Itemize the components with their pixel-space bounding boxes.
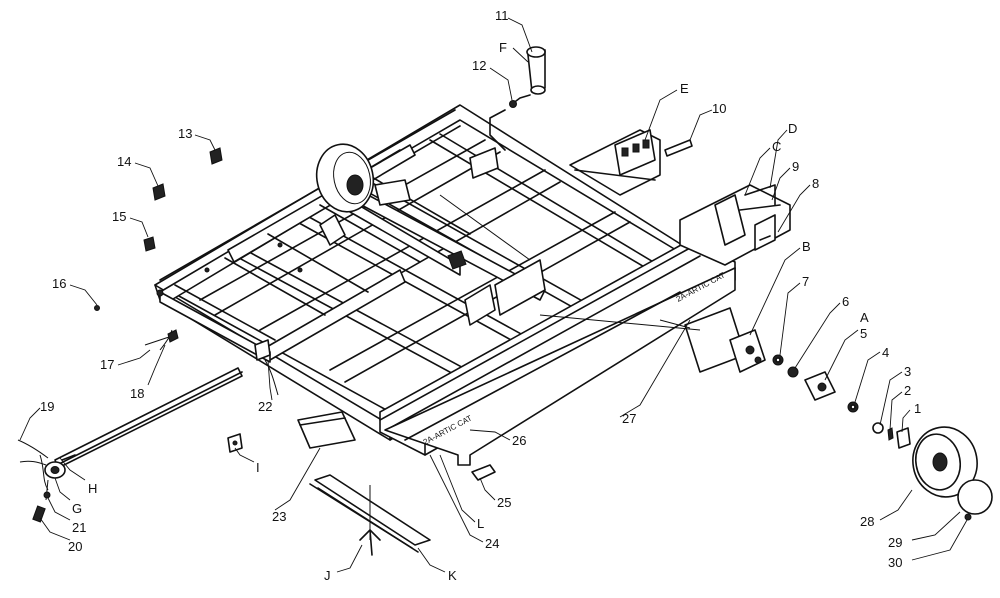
- callout-30: 30: [888, 555, 902, 570]
- callout-a: A: [860, 310, 869, 325]
- side-rail: [379, 239, 736, 466]
- callout-c: C: [772, 139, 781, 154]
- jack-stand: [469, 46, 546, 179]
- callout-10: 10: [712, 101, 726, 116]
- callout-26: 26: [512, 433, 526, 448]
- callout-labels: 11 F 12 E 10 D C 9 8 13 14 15 16 17 18 B…: [40, 8, 921, 583]
- hub-assembly: [684, 307, 911, 449]
- callout-22: 22: [258, 399, 272, 414]
- wire-harness: [144, 329, 279, 396]
- callout-24: 24: [485, 536, 499, 551]
- callout-1: 1: [914, 401, 921, 416]
- rear-extension: [569, 129, 791, 266]
- callout-11: 11: [495, 8, 509, 23]
- callout-20: 20: [68, 539, 82, 554]
- callout-29: 29: [888, 535, 902, 550]
- callout-2: 2: [904, 383, 911, 398]
- callout-h: H: [88, 481, 97, 496]
- upper-wheel: [315, 143, 375, 213]
- callout-21: 21: [72, 520, 86, 535]
- callout-8: 8: [812, 176, 819, 191]
- ramp-channel: [309, 474, 431, 556]
- callout-g: G: [72, 501, 82, 516]
- callout-9: 9: [792, 159, 799, 174]
- callout-18: 18: [130, 386, 144, 401]
- callout-i: I: [256, 460, 260, 475]
- callout-5: 5: [860, 326, 867, 341]
- callout-7: 7: [802, 274, 809, 289]
- deck-boards: [297, 411, 496, 481]
- callout-4: 4: [882, 345, 889, 360]
- leader-lines: [19, 17, 968, 573]
- callout-f: F: [499, 40, 507, 55]
- callout-13: 13: [178, 126, 192, 141]
- callout-25: 25: [497, 495, 511, 510]
- callout-3: 3: [904, 364, 911, 379]
- callout-16: 16: [52, 276, 66, 291]
- callout-d: D: [788, 121, 797, 136]
- tongue-assembly: [17, 367, 243, 523]
- callout-19: 19: [40, 399, 54, 414]
- callout-l: L: [477, 516, 484, 531]
- callout-k: K: [448, 568, 457, 583]
- bolt-parts: [94, 147, 303, 311]
- callout-14: 14: [117, 154, 131, 169]
- callout-e: E: [680, 81, 689, 96]
- callout-28: 28: [860, 514, 874, 529]
- callout-12: 12: [472, 58, 486, 73]
- guide-lines: [439, 194, 701, 331]
- bracket-i: [227, 433, 243, 453]
- callout-6: 6: [842, 294, 849, 309]
- callout-17: 17: [100, 357, 114, 372]
- callout-j: J: [324, 568, 331, 583]
- callout-15: 15: [112, 209, 126, 224]
- upper-axle-assembly: [319, 179, 546, 326]
- callout-b: B: [802, 239, 811, 254]
- lower-wheel: [912, 426, 993, 521]
- callout-27: 27: [622, 411, 636, 426]
- callout-23: 23: [272, 509, 286, 524]
